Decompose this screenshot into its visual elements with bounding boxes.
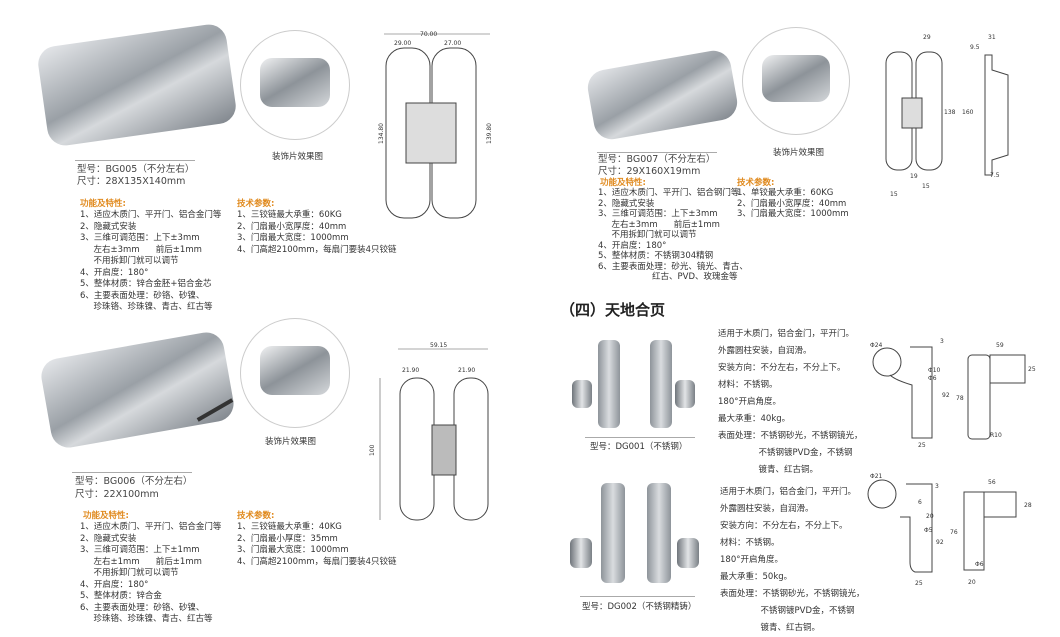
bg007-divider: [597, 152, 717, 153]
bg005-decor-caption: 装饰片效果图: [272, 152, 324, 162]
bg006-size: 尺寸：22X100mm: [75, 489, 159, 500]
bg005-hinge-photo: [35, 22, 239, 148]
dg002-dim-d21: Φ21: [870, 473, 883, 480]
dg002-dim-d5: Φ5: [924, 527, 933, 534]
dg002-dim-h28: 28: [1024, 502, 1032, 509]
dg002-description: 适用于木质门，铝合金门，平开门。 外露圆柱安装，自润滑。 安装方向：不分左右，不…: [720, 487, 865, 633]
dg002-dim-d6: Φ6: [975, 561, 984, 568]
bg007-dim-d: 31: [988, 34, 996, 41]
bg007-dim-b1: 19: [910, 173, 918, 180]
bg007-tech: 1、单铰最大承重：60KG 2、门扇最小宽厚度：40mm 3、门扇最大宽度：10…: [737, 188, 849, 219]
dg001-dim-r: R10: [990, 432, 1002, 439]
dg002-drawing: Φ21 3 6 20 Φ5 92 25 56 76 28 Φ6 20: [867, 473, 1032, 587]
bg006-drawing: 59.15 21.90 21.90 100: [369, 342, 489, 521]
dg001-hinge-photo: [570, 335, 705, 435]
bg007-features: 1、适应木质门、平开门、铝合钢门等 2、隐藏式安装 3、三维可调范围：上下±3m…: [598, 188, 748, 282]
bg006-model: 型号：BG006（不分左右）: [75, 476, 193, 487]
dg001-dim-d10: Φ10: [928, 367, 941, 374]
bg005-decor-photo: [240, 30, 350, 140]
bg007-dim-h1: 138: [944, 109, 956, 116]
dg001-dim-d6: Φ6: [928, 375, 937, 382]
bg007-dim-b4: 7.5: [990, 172, 1000, 179]
bg005-dim-h2: 139.80: [486, 123, 493, 144]
bg006-tech-title: 技术参数:: [237, 511, 275, 521]
dg001-dim-d24: Φ24: [870, 342, 883, 349]
dg002-dim-s6: 6: [918, 499, 922, 506]
bg006-tech: 1、三铰链最大承重：40KG 2、门扇最小厚度：35mm 3、门扇最大宽度：10…: [237, 522, 397, 567]
bg007-dim-off: 9.5: [970, 44, 980, 51]
dg001-caption: 型号：DG001（不锈钢）: [590, 442, 688, 452]
dg002-dim-h92: 92: [936, 539, 944, 546]
bg007-hinge-photo: [585, 47, 740, 143]
bg006-dim-total: 59.15: [430, 342, 447, 349]
bg005-dim-total: 70.00: [420, 31, 437, 38]
bg007-features-title: 功能及特性:: [600, 178, 646, 188]
dg002-dim-w20: 20: [968, 579, 976, 586]
bg006-features: 1、适应木质门、平开门、铝合金门等 2、隐藏式安装 3、三维可调范围：上下±1m…: [80, 522, 222, 624]
bg005-tech-title: 技术参数:: [237, 199, 275, 209]
dg002-dim-t: 3: [935, 483, 939, 490]
bg006-decor-photo: [240, 318, 350, 428]
bg007-drawing: 29 31 9.5 138 160 19 15 15 7.5: [885, 34, 1009, 198]
dg002-caption: 型号：DG002（不锈钢精铸）: [582, 602, 697, 612]
dg002-dim-w25: 25: [915, 580, 923, 587]
bg007-decor-caption: 装饰片效果图: [773, 148, 825, 158]
bg006-features-title: 功能及特性:: [83, 511, 129, 521]
bg005-dim-left: 29.00: [394, 40, 411, 47]
dg001-description: 适用于木质门，铝合金门，平开门。 外露圆柱安装，自润滑。 安装方向：不分左右，不…: [718, 329, 863, 475]
bg007-model: 型号：BG007（不分左右）: [598, 154, 716, 165]
bg005-dim-right: 27.00: [444, 40, 461, 47]
bg005-size: 尺寸：28X135X140mm: [77, 176, 186, 187]
bg005-features-title: 功能及特性:: [80, 199, 126, 209]
section-title: （四）天地合页: [560, 301, 666, 319]
dg002-dim-s20: 20: [926, 513, 934, 520]
dg001-dim-h92: 92: [942, 392, 950, 399]
dg001-dim-t: 3: [940, 338, 944, 345]
bg005-dim-h1: 134.80: [378, 123, 385, 144]
dg001-divider: [585, 437, 695, 438]
bg006-divider: [72, 472, 192, 473]
dg001-dim-w25: 25: [918, 442, 926, 449]
dg001-dim-w59: 59: [996, 342, 1004, 349]
dg001-dim-h78: 78: [956, 395, 964, 402]
dg002-dim-w56: 56: [988, 479, 996, 486]
dg001-drawing: Φ24 3 Φ10 Φ6 92 25 59 78 25 R10: [870, 338, 1036, 449]
bg007-dim-w: 29: [923, 34, 931, 41]
bg006-decor-caption: 装饰片效果图: [265, 437, 317, 447]
bg007-size: 尺寸：29X160X19mm: [598, 166, 701, 177]
dg002-hinge-photo: [565, 480, 705, 590]
bg007-decor-photo: [742, 27, 850, 135]
bg006-hinge-photo: [38, 329, 237, 451]
bg006-dim-h: 100: [369, 444, 376, 456]
dg002-divider: [580, 596, 695, 597]
bg005-divider: [75, 160, 195, 161]
bg005-features: 1、适应木质门、平开门、铝合金门等 2、隐藏式安装 3、三维可调范围：上下±3m…: [80, 210, 222, 312]
bg007-dim-h2: 160: [962, 109, 974, 116]
bg007-dim-b3: 15: [890, 191, 898, 198]
bg005-model: 型号：BG005（不分左右）: [77, 164, 195, 175]
bg006-dim-right: 21.90: [458, 367, 475, 374]
bg007-tech-title: 技术参数:: [737, 178, 775, 188]
bg006-dim-left: 21.90: [402, 367, 419, 374]
dg001-dim-h25: 25: [1028, 366, 1036, 373]
bg005-drawing: 70.00 29.00 27.00 134.80 139.80: [378, 31, 493, 219]
dg002-dim-h76: 76: [950, 529, 958, 536]
bg007-dim-b2: 15: [922, 183, 930, 190]
bg005-tech: 1、三铰链最大承重：60KG 2、门扇最小宽厚度：40mm 3、门扇最大宽度：1…: [237, 210, 397, 255]
